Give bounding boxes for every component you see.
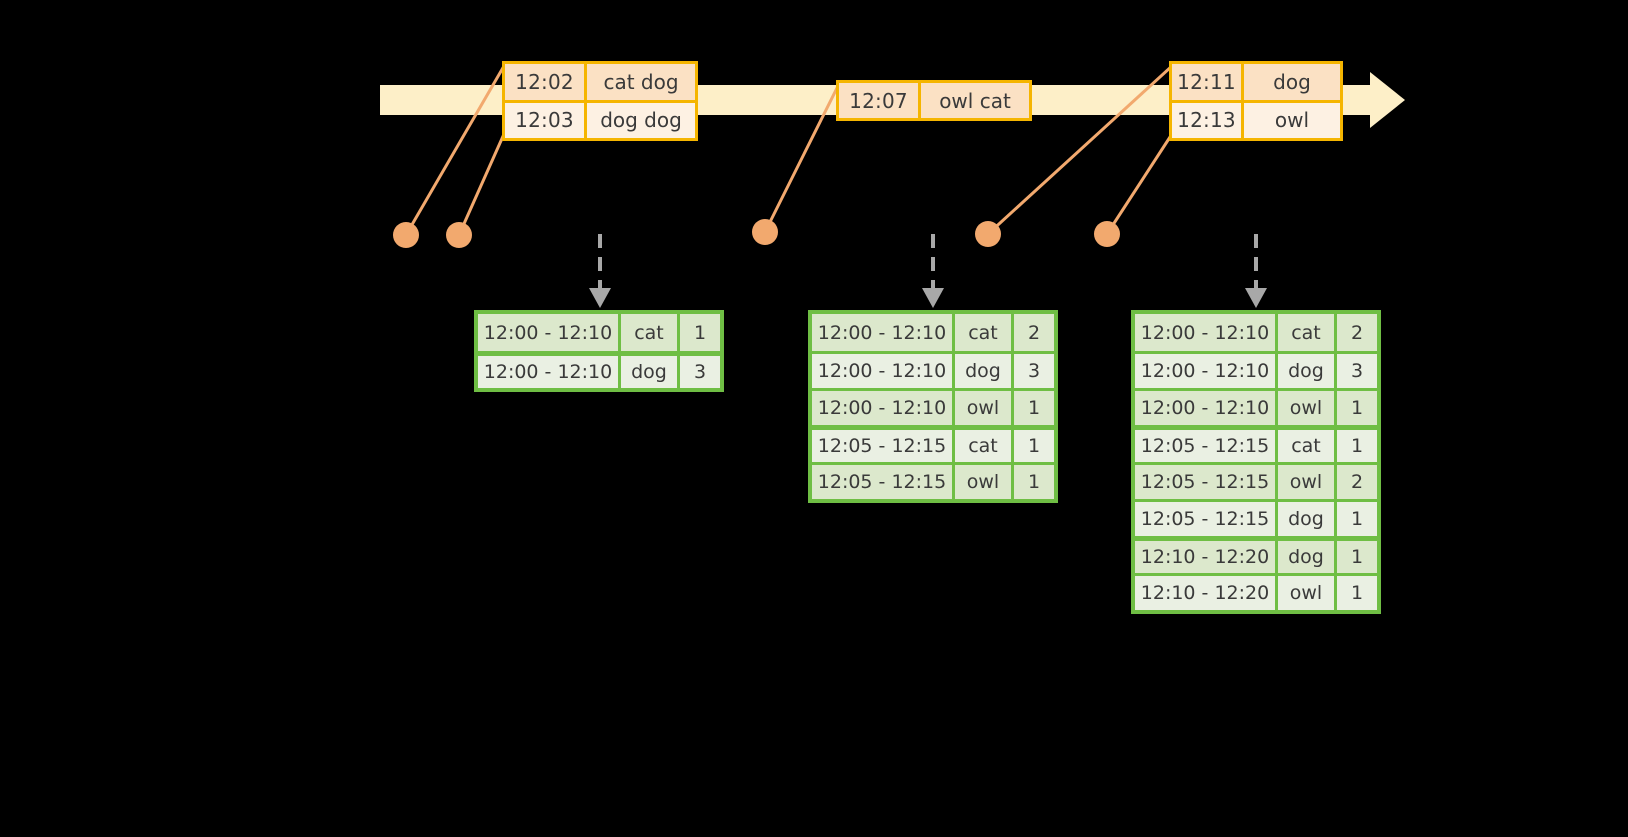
cell-count: 1 [1350,546,1364,568]
timeline-event-group-3[interactable]: 12:11 dog 12:13 owl [1169,61,1343,141]
table-row[interactable]: 12:05 - 12:15 cat 1 [812,425,1054,462]
cell-window: 12:05 - 12:15 [1135,502,1278,536]
timeline-event[interactable]: 12:02 cat dog [505,64,695,100]
cell-word: owl [955,391,1014,425]
event-origin-dot [393,222,419,248]
cell-window: 12:00 - 12:10 [478,314,621,351]
cell-word: dog [621,356,680,388]
table-row[interactable]: 12:00 - 12:10 cat 2 [1135,314,1377,351]
cell-word: dog [1278,354,1337,388]
cell-count: 3 [1027,360,1041,382]
flow-arrow-3 [1245,234,1267,308]
cell-count: 2 [1350,471,1364,493]
cell-window: 12:00 - 12:10 [1135,314,1278,351]
event-time: 12:11 [1172,64,1244,100]
cell-count: 1 [1350,508,1364,530]
cell-window: 12:00 - 12:10 [812,314,955,351]
timeline-event[interactable]: 12:11 dog [1172,64,1340,100]
cell-word: dog [1278,502,1337,536]
event-origin-dot [752,219,778,245]
cell-count: 3 [693,361,707,383]
cell-count: 2 [1027,321,1041,344]
connector-line-5 [1105,133,1174,235]
event-origin-dot [1094,221,1120,247]
table-row[interactable]: 12:05 - 12:15 owl 1 [812,462,1054,499]
event-origin-dot [975,221,1001,247]
cell-window: 12:00 - 12:10 [1135,354,1278,388]
cell-word: cat [1278,430,1337,462]
flow-arrow-1 [589,234,611,308]
cell-window: 12:00 - 12:10 [812,391,955,425]
cell-count: 1 [1027,435,1041,457]
result-table-3[interactable]: 12:00 - 12:10 cat 2 12:00 - 12:10 dog 3 … [1131,310,1381,614]
table-row[interactable]: 12:00 - 12:10 cat 1 [478,314,720,351]
cell-window: 12:00 - 12:10 [812,354,955,388]
cell-word: owl [1278,391,1337,425]
cell-word: owl [1278,576,1337,610]
cell-window: 12:05 - 12:15 [1135,465,1278,499]
cell-word: cat [955,314,1014,351]
event-time: 12:07 [839,83,921,118]
table-row[interactable]: 12:05 - 12:15 dog 1 [1135,499,1377,536]
cell-word: cat [621,314,680,351]
event-words: dog [1273,69,1311,94]
table-row[interactable]: 12:10 - 12:20 dog 1 [1135,536,1377,573]
event-origin-dot [446,222,472,248]
timeline-event-group-2[interactable]: 12:07 owl cat [836,80,1032,121]
cell-count: 2 [1350,321,1364,344]
table-row[interactable]: 12:00 - 12:10 dog 3 [812,351,1054,388]
table-row[interactable]: 12:00 - 12:10 owl 1 [1135,388,1377,425]
table-row[interactable]: 12:05 - 12:15 cat 1 [1135,425,1377,462]
event-time: 12:02 [505,64,587,100]
connector-line-2 [457,133,506,236]
cell-word: owl [955,465,1014,499]
cell-window: 12:00 - 12:10 [1135,391,1278,425]
table-row[interactable]: 12:00 - 12:10 owl 1 [812,388,1054,425]
cell-word: cat [955,430,1014,462]
table-row[interactable]: 12:00 - 12:10 dog 3 [1135,351,1377,388]
connector-line-1 [404,65,506,236]
timeline-event[interactable]: 12:07 owl cat [839,83,1029,118]
timeline-event-group-1[interactable]: 12:02 cat dog 12:03 dog dog [502,61,698,141]
timeline-event[interactable]: 12:13 owl [1172,99,1340,138]
cell-word: dog [955,354,1014,388]
table-row[interactable]: 12:10 - 12:20 owl 1 [1135,573,1377,610]
event-words: owl cat [939,88,1011,113]
cell-count: 1 [693,321,707,344]
timeline-arrowhead [1370,72,1405,128]
cell-count: 1 [1027,397,1041,419]
event-time: 12:03 [505,102,587,138]
event-words: cat dog [603,69,679,94]
cell-word: cat [1278,314,1337,351]
cell-window: 12:05 - 12:15 [812,465,955,499]
cell-count: 3 [1350,360,1364,382]
connector-line-3 [763,85,840,233]
table-row[interactable]: 12:00 - 12:10 cat 2 [812,314,1054,351]
flow-arrow-2 [922,234,944,308]
cell-count: 1 [1027,471,1041,493]
cell-count: 1 [1350,582,1364,604]
cell-word: dog [1278,541,1337,573]
timeline-event[interactable]: 12:03 dog dog [505,99,695,138]
event-words: dog dog [600,108,682,133]
cell-window: 12:10 - 12:20 [1135,576,1278,610]
result-table-2[interactable]: 12:00 - 12:10 cat 2 12:00 - 12:10 dog 3 … [808,310,1058,503]
result-table-1[interactable]: 12:00 - 12:10 cat 1 12:00 - 12:10 dog 3 [474,310,724,392]
event-time: 12:13 [1172,102,1244,138]
event-words: owl [1274,108,1310,133]
table-row[interactable]: 12:00 - 12:10 dog 3 [478,351,720,388]
cell-word: owl [1278,465,1337,499]
cell-count: 1 [1350,397,1364,419]
cell-window: 12:05 - 12:15 [812,430,955,462]
cell-window: 12:10 - 12:20 [1135,541,1278,573]
cell-window: 12:05 - 12:15 [1135,430,1278,462]
table-row[interactable]: 12:05 - 12:15 owl 2 [1135,462,1377,499]
cell-count: 1 [1350,435,1364,457]
cell-window: 12:00 - 12:10 [478,356,621,388]
